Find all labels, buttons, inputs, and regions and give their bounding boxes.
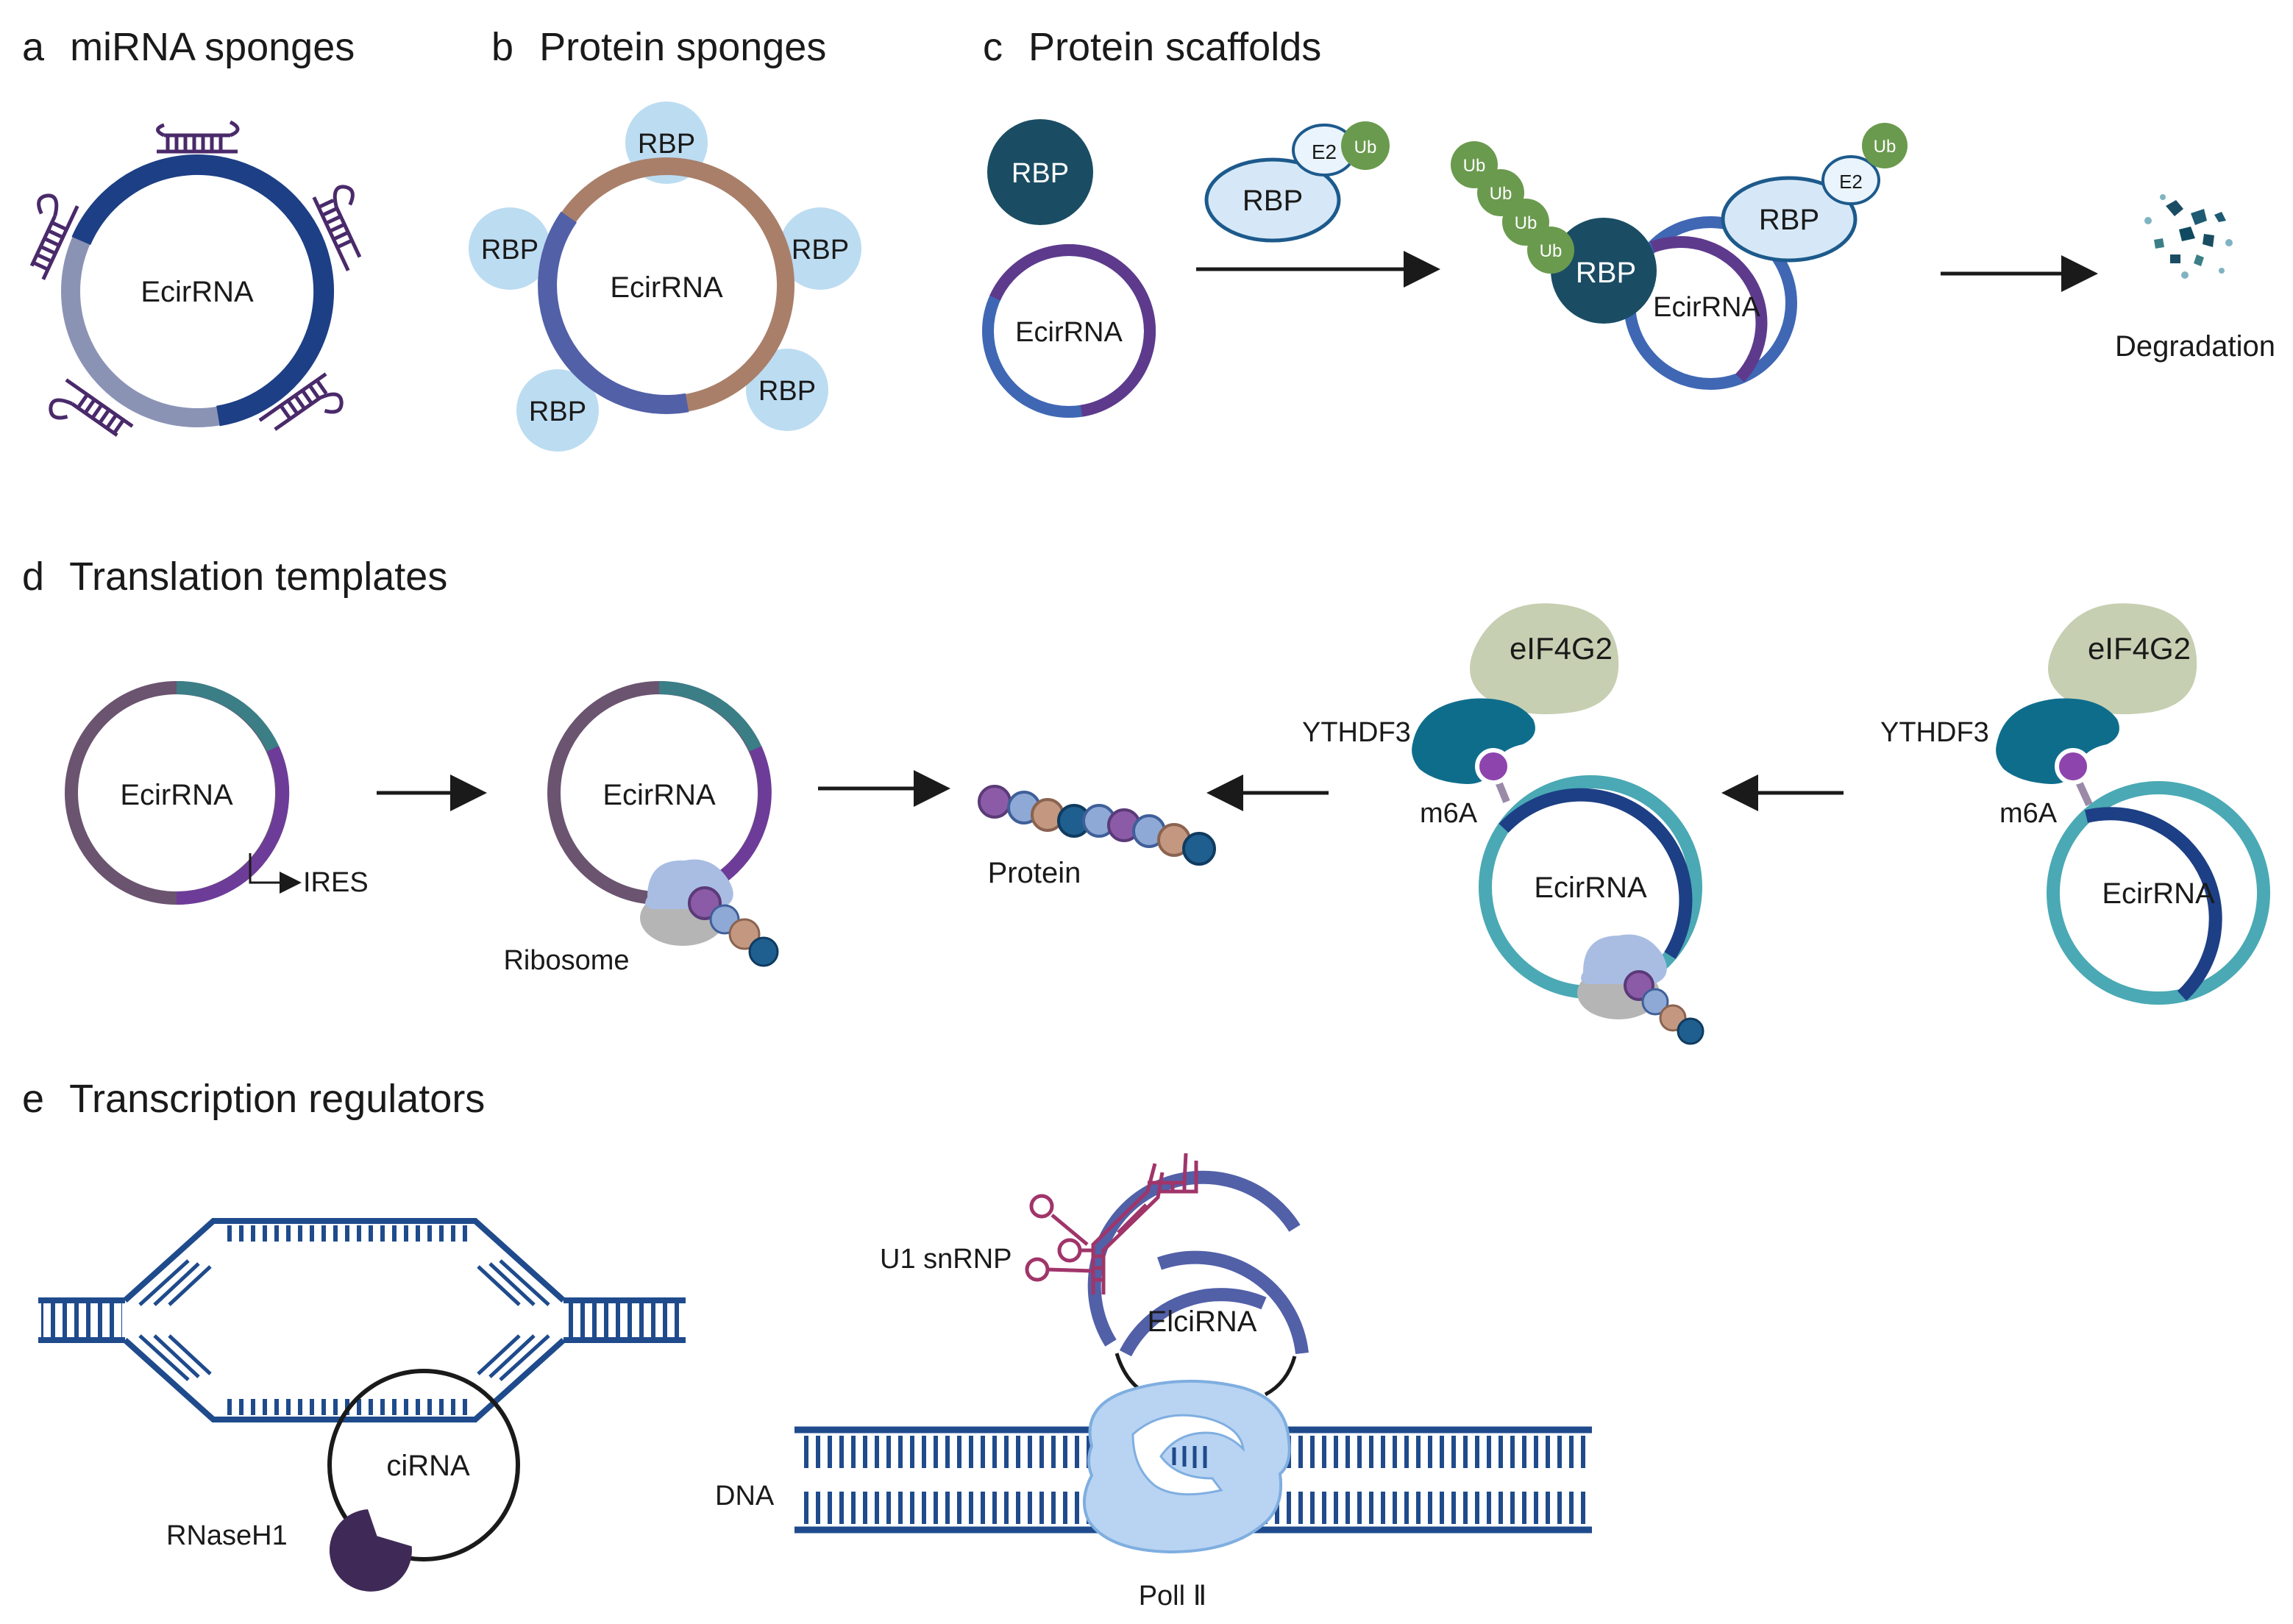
e2-label-2: E2 [1839,171,1863,193]
panel-c-ring-2-label: EcirRNA [1653,292,1760,323]
panel-a-title: miRNA sponges [70,25,355,69]
protein-sponge-ring [538,157,794,414]
rbp-label-bottom-right: RBP [758,376,816,407]
protein-label: Protein [988,857,1081,889]
panel-a: a miRNA sponges [22,25,362,437]
ub-bound-e2-label: Ub [1874,137,1896,157]
rbp-e2-bound-label: RBP [1759,204,1819,236]
cirna-label: ciRNA [386,1450,470,1482]
elcirna-arc-left [1119,1288,1267,1357]
panel-b: b Protein sponges EcirRNA RBP RBP RBP RB… [469,25,861,452]
m6a-complex-1 [1412,603,1704,1045]
ub-chain-2-label: Ub [1490,184,1512,204]
elcirna-label: ElciRNA [1148,1306,1257,1338]
ub-single-label: Ub [1354,138,1377,157]
rbp-label-right: RBP [792,235,849,266]
rbp-e2-bound [1721,176,1857,263]
ub-chain-3-label: Ub [1515,213,1537,233]
ythdf3-label-2: YTHDF3 [1880,717,1989,748]
mirna-hairpins [29,120,362,437]
rnaseh1-label: RNaseH1 [166,1520,288,1551]
svg-text:c Protein scaffolds: c Protein scaffolds [983,25,1321,69]
ub-bound-e2 [1862,123,1908,168]
panel-c-ring-1-label: EcirRNA [1015,317,1123,348]
r-loop-dna [38,1218,686,1422]
m6a-label-1: m6A [1420,798,1478,829]
cirna-ring [327,1369,520,1561]
pol-ii-label: Poll Ⅱ [1139,1581,1207,1611]
rbp-label-left: RBP [481,235,538,266]
rbp-bound-label: RBP [1576,257,1636,289]
rbp-blob-right [779,207,861,290]
m6a-label-2: m6A [1999,798,2058,829]
ub-single [1341,121,1390,170]
rnaseh1-pacman [329,1509,412,1592]
u1-snrnp-label: U1 snRNP [880,1244,1012,1275]
panel-d-letter: d [22,555,44,599]
panel-e-letter: e [22,1077,44,1121]
rbp-blob-bottom-right [746,349,828,431]
degradation-fragments [2144,194,2233,279]
u1-snrnp [1025,1153,1198,1294]
rbp-bound [1551,218,1657,324]
polyubiquitin-chain [1451,141,1574,274]
ub-chain-1-label: Ub [1463,156,1486,176]
ribosome-1 [640,859,779,967]
ythdf3-label-1: YTHDF3 [1302,717,1411,748]
panel-a-letter: a [22,25,45,69]
rbp-e2-label: RBP [1243,185,1303,217]
protein-chain [978,785,1216,866]
miRNA-sponge-ring [61,154,334,427]
m6a-ring-1-label: EcirRNA [1534,872,1647,904]
panel-c: c Protein scaffolds RBP EcirRNA RBP E2 U… [982,25,2275,418]
panel-c-letter: c [983,25,1003,69]
dna-label: DNA [715,1481,775,1511]
eif4g2-label-1: eIF4G2 [1510,631,1613,666]
degradation-label: Degradation [2115,330,2275,363]
rbp-free [987,119,1093,225]
panel-c-title: Protein scaffolds [1028,25,1321,69]
svg-text:d Translation templates: d Translation templates [22,555,447,599]
m6a-complex-2 [1996,603,2270,1005]
rbp-blob-bottom-left [516,369,599,452]
elcirna-arc [1156,1250,1309,1355]
panel-e-title: Transcription regulators [69,1077,485,1121]
rbp-blob-left [469,207,551,290]
panel-d-title: Translation templates [69,555,447,599]
svg-text:b Protein sponges: b Protein sponges [491,25,826,69]
svg-text:a miRNA sponges: a miRNA sponges [22,25,355,69]
ires-label: IRES [303,867,369,898]
m6a-ring-2-label: EcirRNA [2102,877,2215,910]
rbp-label-top: RBP [638,129,695,160]
panel-e: e Transcription regulators ciRNA RNaseH1 [22,1077,1592,1611]
e2-enzyme-bound [1821,155,1880,205]
translation-ring-1-label: EcirRNA [120,779,233,811]
rbp-e2-complex [1204,157,1341,243]
panel-b-title: Protein sponges [539,25,826,69]
ub-chain-4-label: Ub [1540,241,1563,261]
panel-d: d Translation templates EcirRNA IRES Eci… [22,555,2270,1045]
rbp-free-label: RBP [1012,158,1069,189]
panel-a-ring-label: EcirRNA [141,276,254,308]
elcirna-tail-right [1264,1356,1297,1397]
translation-ring-2-label: EcirRNA [602,779,716,811]
panel-b-ring-label: EcirRNA [610,271,723,304]
panel-c-ring-1 [982,244,1156,418]
pol-ii-complex [1082,1379,1291,1554]
ires-pointer [249,853,302,894]
ribosome-label: Ribosome [503,945,629,976]
svg-text:e Transcription regulat: e Transcription regulators [22,1077,485,1121]
panel-b-letter: b [491,25,513,69]
translation-ring-1 [65,680,290,905]
rbp-label-bottom-left: RBP [529,396,586,427]
eif4g2-label-2: eIF4G2 [2088,631,2191,666]
e2-label-1: E2 [1312,140,1337,163]
